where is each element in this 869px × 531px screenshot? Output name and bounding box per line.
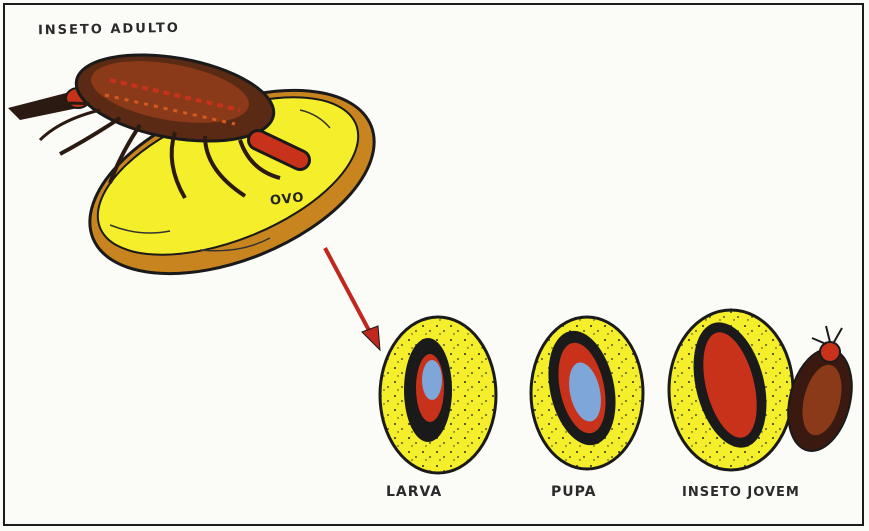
grain-larva [380,317,496,473]
grain-pupa [531,317,643,469]
grain-young-insect [669,310,862,470]
label-young-insect: INSETO JOVEM [682,485,800,500]
label-larva: LARVA [386,484,442,500]
label-adult-insect: INSETO ADULTO [38,21,180,38]
development-arrow [325,248,380,350]
label-pupa: PUPA [551,484,596,500]
